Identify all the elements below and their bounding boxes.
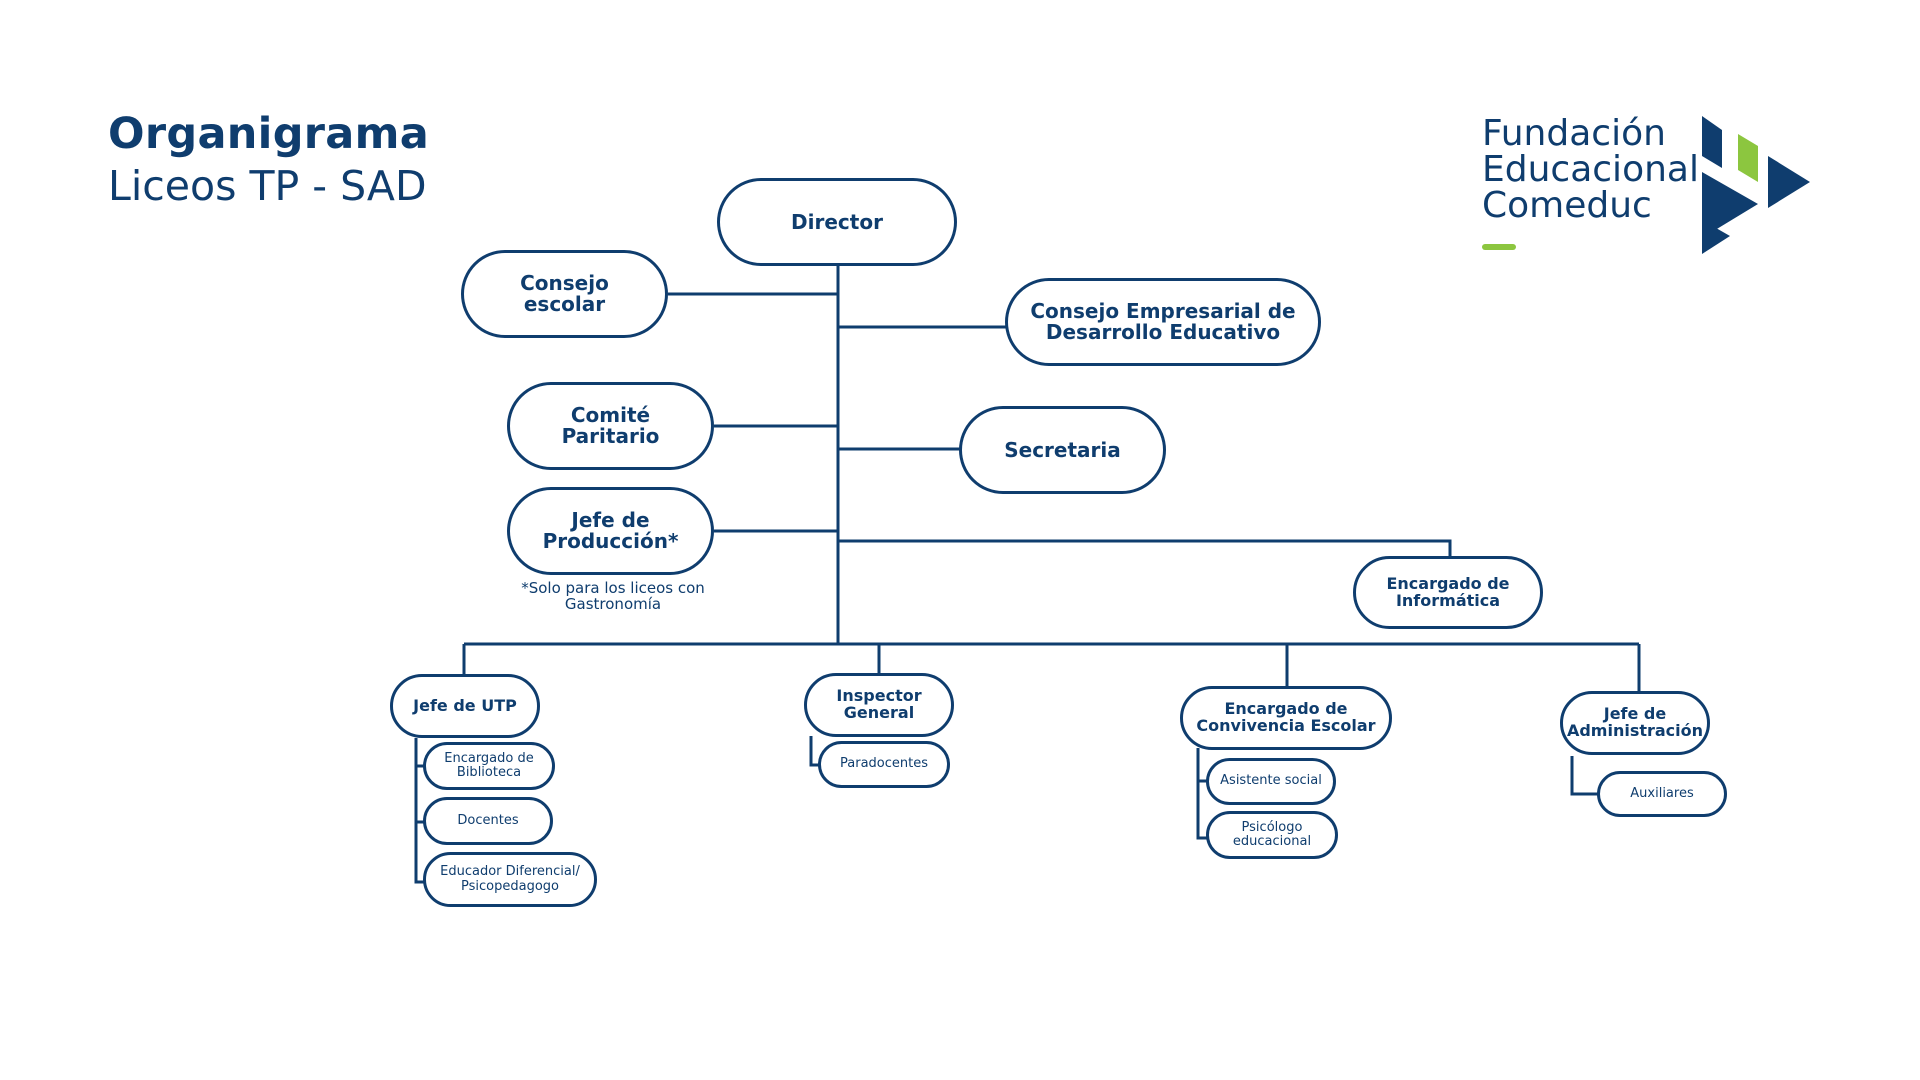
node-educador-diferencial: Educador Diferencial/ Psicopedagogo bbox=[423, 852, 597, 907]
node-encargado-informatica: Encargado de Informática bbox=[1353, 556, 1543, 629]
node-asistente-social: Asistente social bbox=[1206, 758, 1336, 805]
logo-line-2: Educacional bbox=[1482, 149, 1699, 190]
logo-line-1: Fundación bbox=[1482, 113, 1666, 154]
node-encargado-convivencia: Encargado de Convivencia Escolar bbox=[1180, 686, 1392, 750]
node-secretaria: Secretaria bbox=[959, 406, 1166, 494]
footnote-gastronomia: *Solo para los liceos con Gastronomía bbox=[521, 579, 705, 613]
node-psicologo-educacional: Psicólogo educacional bbox=[1206, 811, 1338, 859]
node-auxiliares: Auxiliares bbox=[1597, 771, 1727, 817]
node-encargado-biblioteca: Encargado de Biblioteca bbox=[423, 742, 555, 790]
comeduc-logo-icon bbox=[1702, 116, 1810, 254]
logo-line-3: Comeduc bbox=[1482, 185, 1652, 226]
node-comite-paritario: Comité Paritario bbox=[507, 382, 714, 470]
node-jefe-administracion: Jefe de Administración bbox=[1560, 691, 1710, 755]
node-director: Director bbox=[717, 178, 957, 266]
page-title-block: Organigrama Liceos TP - SAD bbox=[108, 108, 429, 212]
node-paradocentes: Paradocentes bbox=[818, 741, 950, 788]
page-title: Organigrama bbox=[108, 109, 430, 159]
node-jefe-utp: Jefe de UTP bbox=[390, 674, 540, 738]
node-jefe-produccion: Jefe de Producción* bbox=[507, 487, 714, 575]
node-consejo-empresarial: Consejo Empresarial de Desarrollo Educat… bbox=[1005, 278, 1321, 366]
logo-text: Fundación Educacional Comeduc bbox=[1482, 116, 1699, 224]
node-inspector-general: Inspector General bbox=[804, 673, 954, 737]
node-consejo-escolar: Consejo escolar bbox=[461, 250, 668, 338]
page-subtitle: Liceos TP - SAD bbox=[108, 162, 427, 210]
node-docentes: Docentes bbox=[423, 797, 553, 845]
logo-accent-dash bbox=[1482, 244, 1516, 250]
